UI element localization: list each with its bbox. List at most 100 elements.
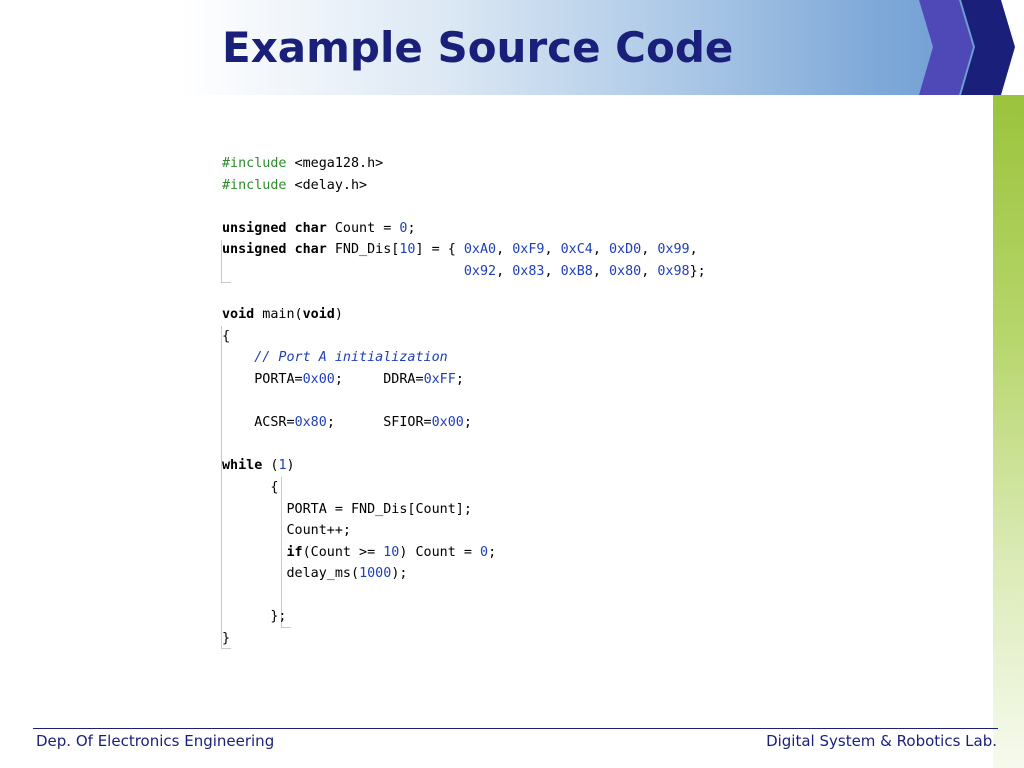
chevron-decoration xyxy=(919,0,1015,95)
code-keyword: while xyxy=(222,458,263,474)
code-text: PORTA= xyxy=(222,371,303,387)
code-keyword: unsigned xyxy=(222,242,287,258)
code-number: 0xF9 xyxy=(512,242,545,258)
slide-title: Example Source Code xyxy=(222,23,734,72)
code-line: unsigned char FND_Dis[10] = { 0xA0, 0xF9… xyxy=(222,239,922,261)
code-text xyxy=(287,242,295,257)
code-line: PORTA=0x00; DDRA=0xFF; xyxy=(222,369,922,391)
code-line: } xyxy=(222,628,922,650)
code-line: while (1) xyxy=(222,455,922,477)
code-line: #include <mega128.h> xyxy=(222,153,922,175)
code-preprocessor: #include xyxy=(222,156,287,171)
code-line: Count++; xyxy=(222,520,922,542)
code-number: 10 xyxy=(383,544,400,560)
code-line xyxy=(222,585,922,607)
code-text: , xyxy=(544,263,561,279)
code-text: , xyxy=(544,242,561,258)
fold-guide-while xyxy=(281,477,291,628)
code-line xyxy=(222,434,922,456)
code-text: delay_ms( xyxy=(222,566,360,582)
code-keyword: char xyxy=(294,242,327,258)
fold-guide-array xyxy=(221,240,231,283)
code-text: FND_Dis[ xyxy=(326,242,400,258)
code-line xyxy=(222,283,922,305)
code-number: 0xC4 xyxy=(560,242,593,258)
code-text: ; xyxy=(488,544,497,560)
code-line: unsigned char Count = 0; xyxy=(222,218,922,240)
code-keyword: void xyxy=(302,307,335,323)
chevron-left-shape xyxy=(919,0,973,95)
code-text: ; xyxy=(463,415,472,431)
code-text: ACSR= xyxy=(222,415,295,431)
code-number: 0x80 xyxy=(608,263,642,279)
code-text: PORTA = FND_Dis[Count]; xyxy=(222,501,472,517)
code-number: 0x83 xyxy=(512,263,545,279)
code-line: PORTA = FND_Dis[Count]; xyxy=(222,499,922,521)
code-number: 0x92 xyxy=(463,263,497,279)
code-text: ) xyxy=(286,458,295,474)
code-line xyxy=(222,196,922,218)
code-number: 0xA0 xyxy=(463,242,497,258)
code-text: , xyxy=(592,242,609,258)
code-number: 1000 xyxy=(359,566,392,582)
code-number: 10 xyxy=(399,242,416,258)
code-keyword: unsigned xyxy=(222,220,287,236)
code-text: ) xyxy=(334,307,343,323)
code-text: , xyxy=(496,263,513,279)
code-number: 1 xyxy=(278,458,287,474)
code-line: { xyxy=(222,326,922,348)
code-preprocessor: #include xyxy=(222,177,287,193)
code-number: 0x98 xyxy=(657,263,690,279)
code-number: 0x80 xyxy=(294,415,327,431)
code-text xyxy=(222,545,287,560)
code-text xyxy=(287,221,295,236)
code-text: ; xyxy=(407,220,416,236)
code-text: , xyxy=(689,242,698,258)
code-keyword: char xyxy=(294,220,327,236)
code-text: Count = xyxy=(326,220,400,236)
code-number: 0x99 xyxy=(657,242,690,258)
code-number: 0xD0 xyxy=(609,242,642,258)
code-text: <delay.h> xyxy=(286,177,368,193)
fold-guide-main xyxy=(221,326,231,649)
code-line: // Port A initialization xyxy=(222,347,922,369)
code-text: , xyxy=(641,242,658,258)
code-line: delay_ms(1000); xyxy=(222,563,922,585)
code-line: ACSR=0x80; SFIOR=0x00; xyxy=(222,412,922,434)
code-line: { xyxy=(222,477,922,499)
footer-divider xyxy=(33,728,998,729)
code-keyword: if xyxy=(286,544,303,560)
code-text xyxy=(222,350,254,365)
code-number: 0xB8 xyxy=(560,263,593,279)
code-text: }; xyxy=(689,263,706,279)
code-line: 0x92, 0x83, 0xB8, 0x80, 0x98}; xyxy=(222,261,922,283)
code-line xyxy=(222,391,922,413)
footer-lab-name: Digital System & Robotics Lab. xyxy=(766,732,997,750)
code-text: , xyxy=(592,263,609,279)
code-line: }; xyxy=(222,606,922,628)
code-line: if(Count >= 10) Count = 0; xyxy=(222,542,922,564)
code-text: ; xyxy=(455,371,464,387)
code-text: ; DDRA= xyxy=(334,371,424,387)
code-text: ); xyxy=(391,566,408,582)
code-text: ) Count = xyxy=(399,544,480,560)
code-text: { xyxy=(222,328,231,344)
footer-department: Dep. Of Electronics Engineering xyxy=(36,732,275,750)
code-text: <mega128.h> xyxy=(286,156,384,171)
code-number: 0xFF xyxy=(423,371,456,387)
code-text: } xyxy=(222,631,231,647)
code-keyword: void xyxy=(222,307,255,323)
chevron-right-shape xyxy=(961,0,1015,95)
code-text: main( xyxy=(254,307,303,323)
code-text xyxy=(222,264,464,279)
code-number: 0x00 xyxy=(431,415,464,431)
code-line: #include <delay.h> xyxy=(222,175,922,197)
code-number: 0 xyxy=(399,220,408,236)
header-band xyxy=(0,0,993,95)
code-text: , xyxy=(641,263,658,279)
code-text: Count++; xyxy=(222,523,351,539)
code-line: void main(void) xyxy=(222,304,922,326)
code-number: 0x00 xyxy=(302,371,335,387)
code-number: 0 xyxy=(480,544,489,560)
code-text: , xyxy=(496,242,513,258)
